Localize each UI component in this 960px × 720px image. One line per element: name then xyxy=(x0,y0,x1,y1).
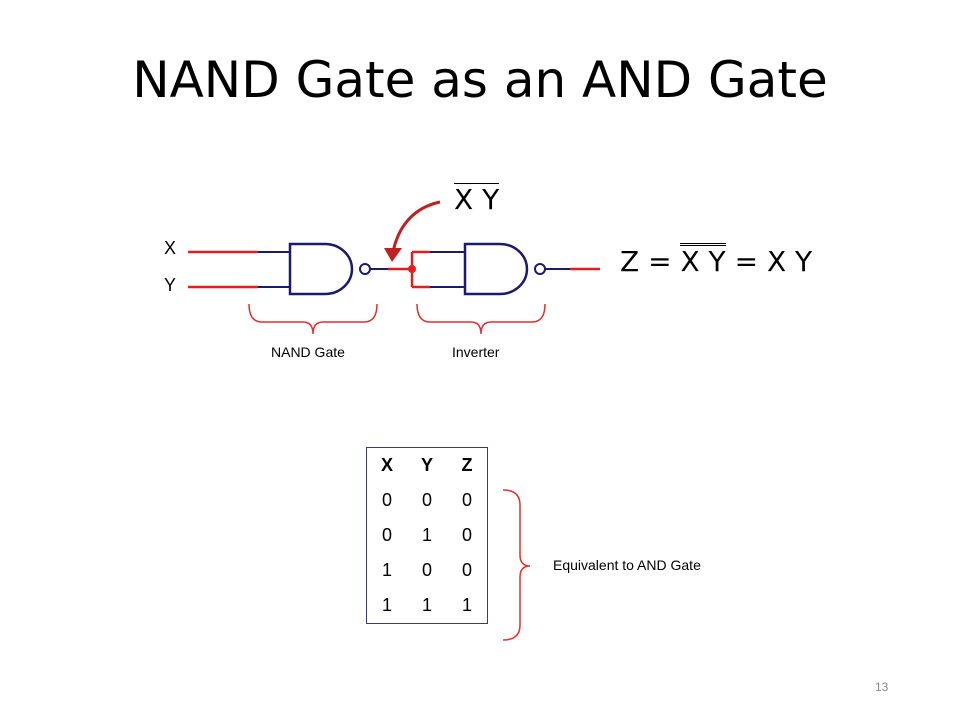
page-number: 13 xyxy=(875,680,889,694)
formula-lhs: Z xyxy=(620,245,640,278)
header-z: Z xyxy=(447,447,488,483)
table-row: 0 1 0 xyxy=(366,518,488,553)
cell: 1 xyxy=(447,588,488,624)
formula-double-bar-outer: X Y xyxy=(680,243,726,278)
formula-double-bar: X Y xyxy=(680,245,726,278)
nand-gate-body xyxy=(288,242,354,296)
input-x-label: X xyxy=(164,238,177,258)
nand-brace xyxy=(248,303,378,335)
intermediate-overline: X Y xyxy=(454,183,500,216)
cell: 0 xyxy=(447,483,488,518)
inverter-bubble xyxy=(534,263,546,275)
cell: 1 xyxy=(366,588,407,624)
curved-arrow xyxy=(391,200,441,253)
header-x: X xyxy=(366,447,407,483)
input-y-label: Y xyxy=(164,275,177,295)
output-formula: Z = X Y = X Y xyxy=(620,243,812,276)
cell: 1 xyxy=(366,553,407,588)
arrow-head xyxy=(384,248,402,262)
page-title: NAND Gate as an AND Gate xyxy=(132,51,828,109)
table-row: 0 0 0 xyxy=(366,483,488,518)
inverter-brace xyxy=(416,303,546,335)
cell: 0 xyxy=(447,518,488,553)
nand-bubble xyxy=(359,263,371,275)
formula-result: X Y xyxy=(766,245,813,278)
table-row: 1 0 0 xyxy=(366,553,488,588)
nand-brace-label: NAND Gate xyxy=(271,344,345,360)
equivalent-brace xyxy=(502,489,531,641)
cell: 1 xyxy=(407,588,447,624)
cell: 1 xyxy=(421,525,432,545)
table-row: 1 1 1 xyxy=(366,588,488,624)
truth-table-header: X Y Z xyxy=(366,447,488,483)
inverter-gate-body xyxy=(463,242,529,296)
intermediate-expression: X Y xyxy=(454,183,500,216)
cell: 0 xyxy=(421,490,432,510)
truth-table: X Y Z 0 0 0 0 1 0 1 0 0 1 1 1 xyxy=(366,447,488,624)
cell: 0 xyxy=(366,518,407,553)
cell: 0 xyxy=(366,483,407,518)
cell: 0 xyxy=(421,560,432,580)
formula-eq2: = xyxy=(734,245,759,278)
cell: 0 xyxy=(447,553,488,588)
formula-eq: = xyxy=(648,245,672,278)
inverter-brace-label: Inverter xyxy=(452,344,500,360)
header-y: Y xyxy=(407,447,447,483)
equivalent-label: Equivalent to AND Gate xyxy=(553,557,701,573)
